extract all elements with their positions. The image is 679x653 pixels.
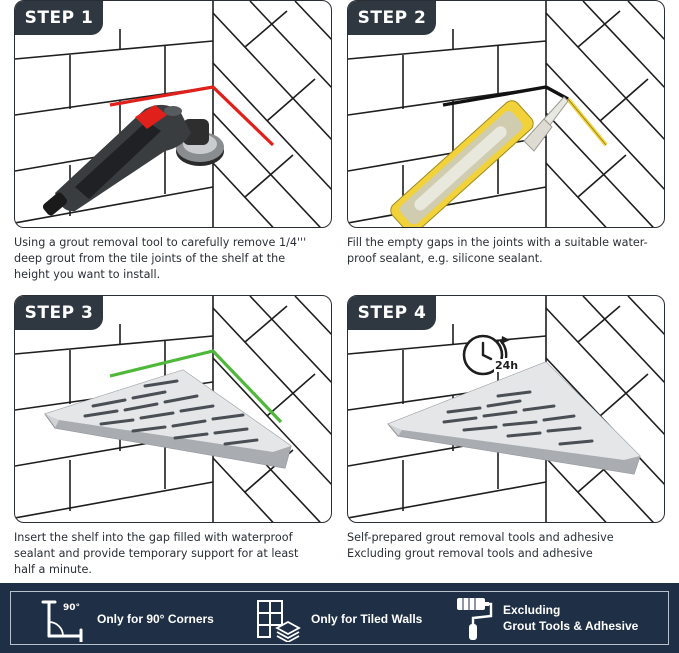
- feature-line: Only for Tiled Walls: [311, 612, 423, 626]
- step-4-caption: Self-prepared grout removal tools and ad…: [347, 530, 665, 562]
- step-4-badge: STEP 4: [348, 296, 436, 330]
- step-3-badge: STEP 3: [15, 296, 103, 330]
- step-1-caption-line: deep grout from the tile joints of the s…: [14, 252, 286, 265]
- features-footer: 90° Only for 90° Corners On: [0, 583, 679, 653]
- feature-line: Grout Tools & Adhesive: [503, 619, 639, 633]
- step-1-caption-line: height you want to install.: [14, 268, 161, 281]
- feature-excluding-tools-text: Excluding Grout Tools & Adhesive: [503, 602, 638, 634]
- angle-grinder-icon: [42, 104, 224, 216]
- feature-90-corners: 90° Only for 90° Corners: [41, 592, 231, 646]
- step-3-caption: Insert the shelf into the gap filled wit…: [14, 530, 332, 578]
- step-2-caption: Fill the empty gaps in the joints with a…: [347, 235, 665, 267]
- step-1-badge: STEP 1: [15, 1, 103, 35]
- step-2-caption-line: proof sealant, e.g. silicone sealant.: [347, 252, 543, 265]
- paint-roller-icon: [457, 598, 493, 640]
- step-1-illustration: [15, 1, 331, 227]
- step-1-caption-line: Using a grout removal tool to carefully …: [14, 236, 307, 249]
- step-3-caption-line: sealant and provide temporary support fo…: [14, 547, 299, 560]
- step-2-panel: STEP 2: [347, 0, 665, 228]
- corner-shelf-installed-icon: [387, 361, 641, 475]
- step-3-panel: STEP 3: [14, 295, 332, 523]
- sealant-tube-icon: [390, 96, 569, 227]
- step-4-panel: 24h STEP 4: [347, 295, 665, 523]
- feature-tiled-walls-text: Only for Tiled Walls: [311, 611, 422, 627]
- clock-24h-icon: [462, 334, 510, 376]
- step-4-caption-line: Self-prepared grout removal tools and ad…: [347, 531, 614, 544]
- step-2-illustration: [348, 1, 664, 227]
- feature-tiled-walls: Only for Tiled Walls: [255, 592, 445, 646]
- step-4-illustration: [348, 296, 664, 522]
- feature-line: Only for 90° Corners: [97, 612, 214, 626]
- tiled-wall-icon: [257, 600, 301, 642]
- corner-shelf-icon: [44, 369, 292, 469]
- right-angle-icon-label: 90°: [63, 603, 81, 613]
- step-2-caption-line: Fill the empty gaps in the joints with a…: [347, 236, 648, 249]
- step-1-panel: STEP 1: [14, 0, 332, 228]
- feature-line: Excluding: [503, 603, 561, 617]
- feature-excluding-tools: Excluding Grout Tools & Adhesive: [453, 592, 663, 646]
- features-frame: 90° Only for 90° Corners On: [10, 591, 669, 645]
- step-4-caption-line: Excluding grout removal tools and adhesi…: [347, 547, 593, 560]
- step-2-badge: STEP 2: [348, 1, 436, 35]
- step-1-caption: Using a grout removal tool to carefully …: [14, 235, 332, 283]
- step-3-caption-line: half a minute.: [14, 563, 92, 576]
- right-angle-icon: [41, 600, 83, 642]
- timer-label: 24h: [494, 359, 520, 372]
- step-3-illustration: [15, 296, 331, 522]
- step-3-caption-line: Insert the shelf into the gap filled wit…: [14, 531, 293, 544]
- feature-90-corners-text: Only for 90° Corners: [97, 611, 214, 627]
